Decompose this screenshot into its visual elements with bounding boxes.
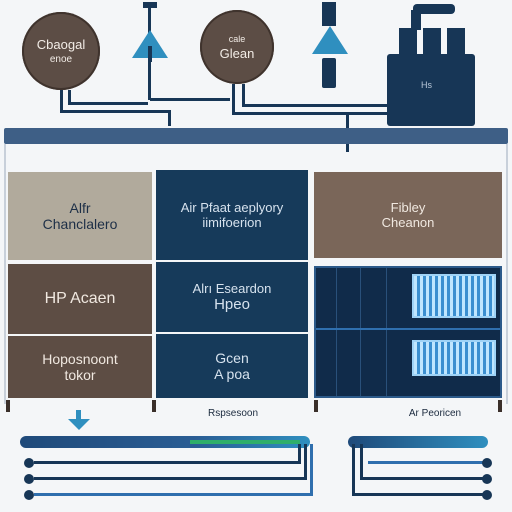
circle-mid-line2: Glean: [219, 45, 255, 61]
valve-arrow-right: [308, 0, 352, 110]
tank-unit: Hs: [385, 0, 485, 128]
component-circle-middle: cale Glean: [200, 10, 274, 84]
tank-label: Hs: [421, 80, 432, 90]
arrow-up-icon: [132, 30, 168, 62]
filter-panel: [314, 266, 502, 398]
component-circle-left: Cbaogal enoe: [22, 12, 100, 90]
circle-left-line2: enoe: [49, 54, 73, 65]
valve-arrow-left: [128, 0, 172, 100]
cell-r1c1-line2: Chanclalero: [42, 216, 118, 232]
label-right: Ar Peoricen: [408, 408, 462, 419]
cell-r2c2-line1: Alrı Eseardon: [192, 281, 272, 296]
cell-filter-creation: Fibley Cheanon: [314, 172, 502, 258]
arrow-up-icon: [312, 26, 348, 54]
arrow-down-icon: [68, 410, 90, 430]
pipe-bus-left: [20, 434, 313, 504]
cell-hp-acaen: HP Acaen: [8, 264, 152, 334]
cell-air-purification: Air Pfaat aeplyory iimifoerion: [156, 170, 308, 260]
cell-r3c2-line2: A poa: [214, 366, 250, 382]
cell-r1c2-line1: Air Pfaat aeplyory: [180, 200, 284, 215]
cell-r1c3-line1: Fibley: [390, 200, 426, 215]
circle-mid-line1: cale: [228, 33, 246, 44]
pipe-bus-right: [348, 434, 494, 504]
label-middle: Rspsesoon: [207, 408, 259, 419]
cell-r1c1-line1: Alfr: [69, 200, 91, 216]
cell-r2c2-line2: Hpeo: [214, 296, 250, 313]
top-section: Cbaogal enoe cale Glean Hs: [0, 0, 512, 152]
cell-r3c1-line2: tokor: [64, 367, 96, 383]
cell-r1c2-line2: iimifoerion: [202, 215, 262, 230]
cell-air-separation: Alrı Eseardon Hpeo: [156, 262, 308, 332]
cell-r2c1-line1: HP Acaen: [44, 290, 116, 307]
cell-air-characterization: Alfr Chanclalero: [8, 172, 152, 260]
filter-cartridge-top: [412, 274, 496, 318]
cell-r3c2-line1: Gcen: [215, 350, 249, 366]
circle-left-line1: Cbaogal: [36, 37, 86, 52]
filter-cartridge-bottom: [412, 340, 496, 376]
cell-r1c3-line2: Cheanon: [381, 215, 435, 230]
panel-frame: [4, 144, 508, 404]
cell-hoposnoont: Hoposnoont tokor: [8, 336, 152, 398]
cell-r3c1-line1: Hoposnoont: [42, 351, 118, 367]
cell-green-apoa: Gcen A poa: [156, 334, 308, 398]
header-bar: [4, 128, 508, 144]
